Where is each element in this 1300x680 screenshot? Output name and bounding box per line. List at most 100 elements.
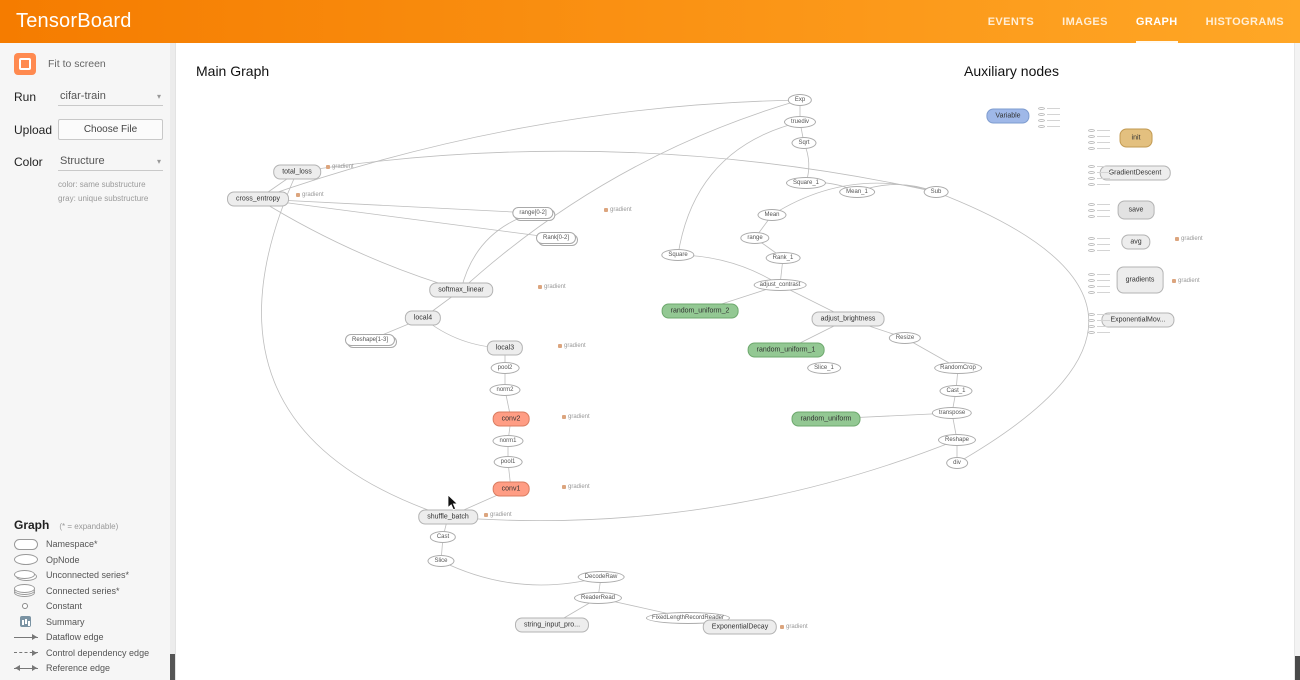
page-scrollbar[interactable] bbox=[1294, 43, 1300, 680]
chevron-down-icon: ▾ bbox=[156, 156, 161, 166]
legend-title: Graph bbox=[14, 517, 50, 532]
summary-icon bbox=[1175, 237, 1179, 241]
color-label: Color bbox=[14, 155, 43, 169]
legend-header: Graph (* = expandable) bbox=[14, 518, 165, 532]
graph-node-square[interactable]: Square bbox=[661, 249, 695, 261]
graph-node-square1[interactable]: Square_1 bbox=[785, 177, 827, 189]
legend-item: Unconnected series* bbox=[14, 568, 165, 584]
graph-node-aux_expmov[interactable]: ExponentialMov... bbox=[1101, 312, 1175, 328]
color-select-value: Structure bbox=[60, 155, 105, 167]
graph-node-range_op[interactable]: range bbox=[740, 232, 770, 244]
summary-icon bbox=[484, 513, 488, 517]
legend-item: Reference edge bbox=[14, 661, 165, 677]
graph-node-ru1[interactable]: random_uniform_1 bbox=[747, 342, 825, 358]
tiny-annotation: gradient bbox=[326, 164, 354, 170]
graph-node-local4[interactable]: local4 bbox=[404, 310, 442, 326]
header-tabs: EVENTS IMAGES GRAPH HISTOGRAMS bbox=[988, 0, 1300, 43]
summary-icon bbox=[604, 208, 608, 212]
graph-node-slice[interactable]: Slice bbox=[427, 555, 455, 567]
graph-node-exp[interactable]: Exp bbox=[787, 94, 813, 106]
summary-icon bbox=[562, 485, 566, 489]
run-select-value: cifar-train bbox=[60, 90, 106, 102]
summary-icon bbox=[538, 285, 542, 289]
graph-node-cross_entropy[interactable]: cross_entropy bbox=[227, 191, 289, 207]
tab-images[interactable]: IMAGES bbox=[1062, 15, 1108, 28]
tab-graph[interactable]: GRAPH bbox=[1136, 0, 1178, 43]
graph-node-decoderaw[interactable]: DecodeRaw bbox=[577, 571, 625, 583]
chevron-down-icon: ▾ bbox=[156, 91, 161, 101]
sidebar-scrollbar-thumb[interactable] bbox=[170, 654, 175, 680]
graph-node-reshape1[interactable]: Reshape bbox=[937, 434, 977, 446]
graph-node-reshape_s[interactable]: Reshape[1-3] bbox=[344, 334, 396, 346]
graph-node-sub[interactable]: Sub bbox=[923, 186, 949, 198]
fit-to-screen-button[interactable] bbox=[14, 53, 36, 75]
graph-node-norm2[interactable]: norm2 bbox=[489, 384, 521, 396]
upload-row: Upload Choose File bbox=[14, 119, 163, 140]
run-row: Run cifar-train ▾ bbox=[14, 88, 163, 106]
graph-node-string_input[interactable]: string_input_pro... bbox=[514, 617, 590, 633]
tab-histograms[interactable]: HISTOGRAMS bbox=[1205, 15, 1284, 28]
graph-node-sqrt[interactable]: Sqrt bbox=[791, 137, 817, 149]
graph-node-pool2[interactable]: pool2 bbox=[490, 362, 520, 374]
sidebar-scrollbar[interactable] bbox=[170, 43, 175, 680]
graph-node-conv2[interactable]: conv2 bbox=[492, 411, 530, 427]
tiny-annotation: gradient bbox=[538, 284, 566, 290]
color-select[interactable]: Structure ▾ bbox=[58, 153, 163, 171]
run-select[interactable]: cifar-train ▾ bbox=[58, 88, 163, 106]
color-help-line2: gray: unique substructure bbox=[58, 193, 149, 203]
graph-node-rank_s[interactable]: Rank[0-2] bbox=[535, 232, 577, 244]
main-graph-title: Main Graph bbox=[196, 63, 270, 79]
graph-canvas[interactable]: total_loss cross_entropy range[0-2] Rank[0-… bbox=[176, 43, 1294, 680]
graph-node-adjust_contrast[interactable]: adjust_contrast bbox=[753, 279, 807, 291]
summary-icon bbox=[296, 193, 300, 197]
auxiliary-nodes-title: Auxiliary nodes bbox=[964, 63, 1059, 79]
graph-node-div[interactable]: div bbox=[946, 457, 968, 469]
graph-node-aux_variable[interactable]: Variable bbox=[986, 108, 1030, 124]
graph-node-softmax_linear[interactable]: softmax_linear bbox=[429, 282, 493, 298]
graph-node-mean1[interactable]: Mean_1 bbox=[839, 186, 875, 198]
aux-annotation-stack bbox=[1088, 311, 1110, 335]
summary-icon bbox=[780, 625, 784, 629]
graph-node-slice1[interactable]: Slice_1 bbox=[807, 362, 841, 374]
graph-node-transpose[interactable]: transpose bbox=[931, 407, 973, 419]
graph-node-readerread[interactable]: ReaderRead bbox=[573, 592, 623, 604]
graph-node-norm1[interactable]: norm1 bbox=[492, 435, 524, 447]
graph-node-ru2[interactable]: random_uniform_2 bbox=[661, 303, 739, 319]
graph-node-aux_gradients[interactable]: gradients bbox=[1116, 266, 1164, 294]
graph-node-expdecay[interactable]: ExponentialDecay bbox=[702, 619, 778, 635]
graph-node-adjust_brightness[interactable]: adjust_brightness bbox=[811, 311, 885, 327]
graph-node-total_loss[interactable]: total_loss bbox=[273, 164, 321, 180]
summary-icon bbox=[1172, 279, 1176, 283]
graph-node-ru0[interactable]: random_uniform bbox=[791, 411, 861, 427]
color-help: color: same substructure gray: unique su… bbox=[58, 178, 165, 205]
graph-node-aux_save[interactable]: save bbox=[1117, 200, 1155, 220]
graph-node-aux_avg[interactable]: avg bbox=[1121, 234, 1151, 250]
graph-node-local3[interactable]: local3 bbox=[486, 340, 524, 356]
graph-node-pool1[interactable]: pool1 bbox=[493, 456, 523, 468]
legend-item-label: Dataflow edge bbox=[46, 632, 104, 643]
aux-annotation-stack bbox=[1088, 163, 1110, 187]
graph-node-truediv[interactable]: truediv bbox=[783, 116, 817, 128]
graph-node-cast[interactable]: Cast bbox=[429, 531, 457, 543]
tiny-annotation: gradient bbox=[1175, 236, 1203, 242]
page-scrollbar-thumb[interactable] bbox=[1295, 656, 1300, 680]
graph-node-resize[interactable]: Resize bbox=[888, 332, 922, 344]
graph-node-aux_init[interactable]: init bbox=[1119, 128, 1153, 148]
graph-node-aux_gd[interactable]: GradientDescent bbox=[1099, 165, 1171, 181]
graph-node-conv1[interactable]: conv1 bbox=[492, 481, 530, 497]
legend-item: Connected series* bbox=[14, 583, 165, 599]
tiny-annotation: gradient bbox=[1172, 278, 1200, 284]
graph-node-rank1[interactable]: Rank_1 bbox=[765, 252, 801, 264]
graph-node-cast1[interactable]: Cast_1 bbox=[939, 385, 973, 397]
legend-item-label: Connected series* bbox=[46, 585, 120, 596]
choose-file-button[interactable]: Choose File bbox=[58, 119, 163, 140]
app-title: TensorBoard bbox=[16, 10, 132, 32]
tab-events[interactable]: EVENTS bbox=[987, 15, 1035, 28]
tiny-annotation: gradient bbox=[562, 414, 590, 420]
graph-node-range_s[interactable]: range[0-2] bbox=[512, 207, 554, 219]
reference-icon bbox=[14, 664, 38, 671]
graph-node-mean[interactable]: Mean bbox=[757, 209, 787, 221]
graph-node-randomcrop[interactable]: RandomCrop bbox=[934, 362, 982, 374]
